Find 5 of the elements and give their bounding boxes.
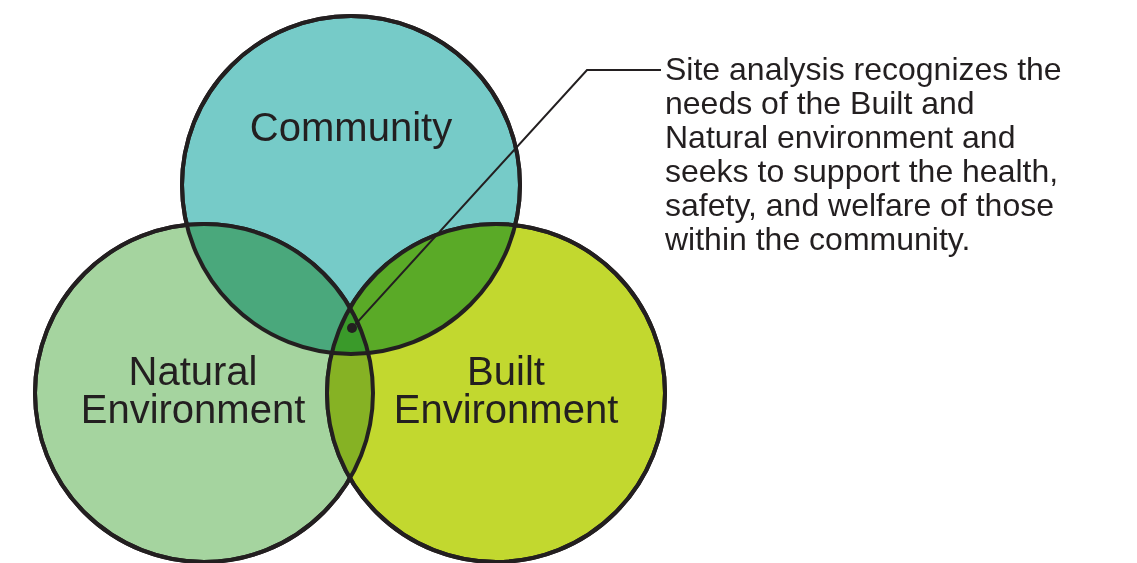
leader-dot xyxy=(347,323,357,333)
callout-text: Site analysis recognizes the needs of the Built and Natural environment and seeks to support the health, safety, and welfare of those within the community. xyxy=(665,52,1063,256)
leader-line xyxy=(354,69,662,326)
circle-label: Built Environment xyxy=(392,352,620,428)
circle-label: Natural Environment xyxy=(79,352,307,428)
